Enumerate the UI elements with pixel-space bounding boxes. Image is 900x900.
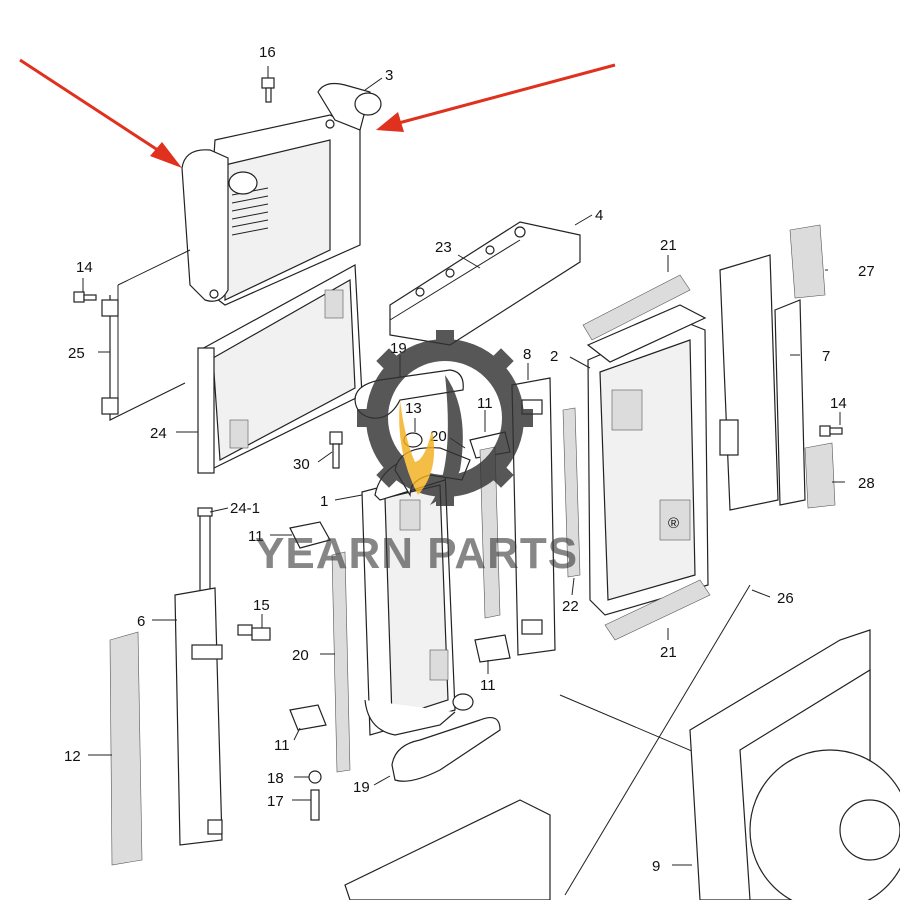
part-15-bolt: [237, 624, 271, 641]
watermark-logo: YEARN PARTS: [255, 330, 578, 578]
part-24-1-rod: [197, 507, 213, 593]
part-14-bolt-right: [819, 425, 843, 437]
part-21-foam-upper: [582, 274, 691, 341]
part-12-foam-column: [109, 631, 143, 866]
callout-8: 8: [523, 346, 531, 363]
part-24-condenser: [197, 264, 363, 474]
part-1-radiator: [361, 454, 474, 736]
callout-6: 6: [137, 613, 145, 630]
callout-24-1: 24-1: [230, 500, 260, 517]
part-18-clip: [308, 770, 322, 784]
callout-14-left: 14: [76, 259, 93, 276]
callout-23: 23: [435, 239, 452, 256]
part-bottom-frame: [344, 799, 551, 900]
arrow-left: [19, 58, 182, 168]
callout-20-top: 20: [430, 428, 447, 445]
callout-15: 15: [253, 597, 270, 614]
svg-text:®: ®: [668, 515, 679, 532]
part-20-strip-right: [479, 446, 501, 619]
part-17-pin: [310, 789, 320, 821]
callout-20-left: 20: [292, 647, 309, 664]
part-22-strip: [562, 407, 581, 578]
callout-27: 27: [858, 263, 875, 280]
callout-11-top: 11: [477, 395, 493, 412]
part-25-frame: [101, 249, 191, 421]
callout-16: 16: [259, 44, 276, 61]
arrow-right: [376, 63, 616, 132]
part-7-bracket: [719, 254, 806, 511]
callout-21-top: 21: [660, 237, 677, 254]
callout-1: 1: [320, 493, 328, 510]
part-11-clamp-c: [474, 634, 511, 663]
callout-9: 9: [652, 858, 660, 875]
part-16-bolt: [261, 77, 275, 103]
watermark-brand: YEARN PARTS: [255, 529, 578, 578]
part-11-clamp-a: [289, 521, 331, 549]
leader-lines: [82, 66, 845, 866]
part-3-intercooler: [181, 82, 382, 306]
callout-24: 24: [150, 425, 167, 442]
part-11-clamp-d: [289, 704, 327, 731]
part-9-fan-shroud: [689, 629, 900, 900]
callout-3: 3: [385, 67, 393, 84]
part-8-side-plate: [511, 377, 556, 656]
part-30-valve: [329, 431, 343, 469]
callout-13: 13: [405, 400, 422, 417]
callout-labels: 16 3 4 23 21 27 14 25 19 13 8 2 7 11 20 …: [64, 44, 875, 875]
callout-28: 28: [858, 475, 875, 492]
part-19-lower-hose: [391, 717, 501, 782]
callout-11-right: 11: [480, 677, 496, 694]
callout-7: 7: [822, 348, 830, 365]
callout-17: 17: [267, 793, 284, 810]
callout-19-bottom: 19: [353, 779, 370, 796]
callout-30: 30: [293, 456, 310, 473]
flame-icon: [399, 375, 463, 505]
callout-25: 25: [68, 345, 85, 362]
callout-18: 18: [267, 770, 284, 787]
callout-26: 26: [777, 590, 794, 607]
part-28-pad: [804, 442, 836, 509]
callout-4: 4: [595, 207, 603, 224]
part-21-foam-lower: [604, 579, 711, 641]
callout-11-left: 11: [248, 528, 264, 545]
part-6-side-bracket: [174, 587, 223, 846]
part-27-pad: [789, 224, 826, 299]
part-2-core: ®: [586, 304, 709, 616]
callout-2: 2: [550, 348, 558, 365]
part-14-bolt-left: [73, 291, 97, 303]
callout-14-right: 14: [830, 395, 847, 412]
callout-22: 22: [562, 598, 579, 615]
callout-21-bottom: 21: [660, 644, 677, 661]
part-20-strip-left: [331, 551, 351, 773]
callout-11-bottom: 11: [274, 737, 290, 754]
part-4-bracket: [389, 221, 581, 346]
callout-12: 12: [64, 748, 81, 765]
